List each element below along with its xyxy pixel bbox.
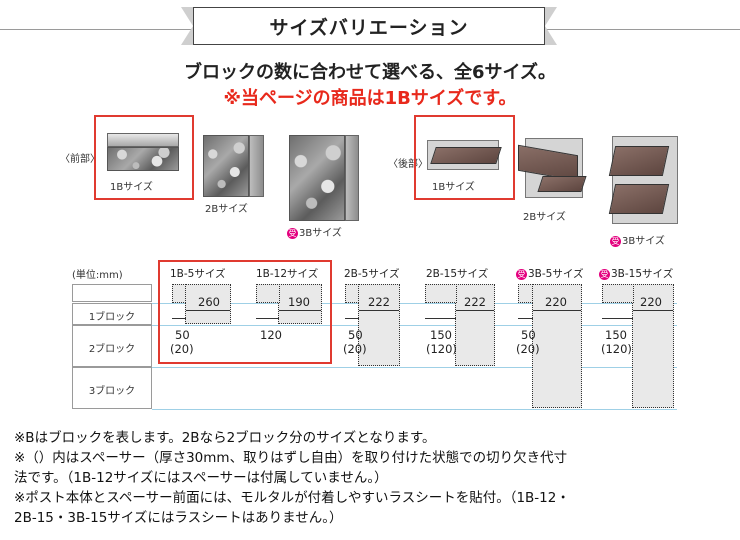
dim-1b-12-width: 190 bbox=[288, 295, 310, 309]
front-1b-highlight bbox=[94, 115, 194, 200]
dimension-line bbox=[359, 310, 399, 311]
lead-text: ブロックの数に合わせて選べる、全6サイズ。 bbox=[184, 62, 556, 83]
back-2b-door-lower bbox=[537, 176, 587, 192]
dimension-line bbox=[345, 318, 359, 319]
cutout-3b-15-body bbox=[632, 284, 674, 408]
unit-label: (単位:mm) bbox=[72, 270, 123, 281]
back-2b-label: 2Bサイズ bbox=[523, 212, 566, 223]
dim-3b-15-depth: 150 bbox=[605, 328, 627, 342]
dim-2b-15-spacer: (120) bbox=[426, 342, 457, 356]
dimension-line bbox=[518, 318, 533, 319]
back-1b-door bbox=[430, 147, 502, 164]
dimension-line bbox=[425, 318, 456, 319]
cutout-1b-12-top bbox=[256, 284, 280, 303]
front-2b-label: 2Bサイズ bbox=[205, 204, 248, 215]
back-1b-label: 1Bサイズ bbox=[432, 182, 475, 193]
dim-1b-5-spacer: (20) bbox=[170, 342, 194, 356]
cutout-2b-15-top bbox=[425, 284, 457, 303]
col-header-2b-5: 2B-5サイズ bbox=[344, 268, 400, 280]
dim-3b-5-spacer: (20) bbox=[516, 342, 540, 356]
dim-2b-5-spacer: (20) bbox=[343, 342, 367, 356]
row-divider bbox=[152, 303, 677, 304]
cutout-3b-15-top bbox=[602, 284, 634, 303]
dimension-line bbox=[172, 318, 186, 319]
dimension-line bbox=[256, 318, 279, 319]
top-cell bbox=[72, 284, 152, 302]
cutout-1b-12-body bbox=[278, 284, 322, 324]
lead-notice: ※当ページの商品は1Bサイズです。 bbox=[223, 88, 517, 109]
dim-3b-15-width: 220 bbox=[640, 295, 662, 309]
row-label-3: 3ブロック bbox=[88, 386, 136, 397]
dim-3b-5-width: 220 bbox=[545, 295, 567, 309]
cutout-2b-15-body bbox=[455, 284, 495, 366]
note-line: 法です。（1B-12サイズにはスペーサーは付属していません。） bbox=[14, 470, 388, 486]
dimension-line bbox=[602, 318, 633, 319]
row-3-cell bbox=[72, 367, 152, 409]
1b-size-highlight bbox=[158, 260, 332, 364]
dim-2b-15-width: 222 bbox=[464, 295, 486, 309]
dim-3b-5-depth: 50 bbox=[521, 328, 536, 342]
receive-badge-icon: 受 bbox=[610, 235, 621, 247]
cutout-1b-5-top bbox=[172, 284, 186, 303]
cutout-1b-5-body bbox=[185, 284, 231, 324]
front-2b-product bbox=[203, 135, 249, 197]
back-1b-highlight bbox=[414, 115, 515, 200]
note-line: 2B-15・3B-15サイズにはラスシートはありません。） bbox=[14, 510, 343, 526]
dim-1b-12-depth: 120 bbox=[260, 328, 282, 342]
dimension-line bbox=[456, 310, 494, 311]
dimension-line bbox=[633, 310, 673, 311]
front-3b-product bbox=[289, 135, 345, 221]
front-3b-side bbox=[345, 135, 359, 221]
receive-badge-icon: 受 bbox=[599, 268, 610, 280]
banner-fold-left-bottom bbox=[181, 26, 193, 45]
dim-3b-15-spacer: (120) bbox=[601, 342, 632, 356]
front-1b-lid bbox=[107, 133, 179, 147]
receive-badge-icon: 受 bbox=[287, 227, 298, 239]
col-header-1b-5: 1B-5サイズ bbox=[170, 268, 226, 280]
dimension-line bbox=[279, 310, 321, 311]
banner-fold-right-bottom bbox=[545, 26, 557, 45]
dim-1b-5-width: 260 bbox=[198, 295, 220, 309]
back-label: 〈後部〉 bbox=[388, 159, 428, 170]
dim-1b-5-depth: 50 bbox=[175, 328, 190, 342]
banner-fold-left bbox=[181, 7, 193, 26]
front-2b-side bbox=[249, 135, 264, 197]
note-line: ※（）内はスペーサー（厚さ30mm、取りはずし自由）を取り付けた状態での切り欠き… bbox=[14, 450, 568, 466]
note-line: ※Bはブロックを表します。2Bなら2ブロック分のサイズとなります。 bbox=[14, 430, 436, 446]
row-divider bbox=[152, 325, 677, 326]
cutout-3b-5-body bbox=[532, 284, 582, 408]
dim-2b-5-depth: 50 bbox=[348, 328, 363, 342]
cutout-2b-5-top bbox=[345, 284, 359, 303]
row-divider bbox=[152, 367, 677, 368]
dim-2b-5-width: 222 bbox=[368, 295, 390, 309]
row-1-cell bbox=[72, 303, 152, 325]
cutout-2b-5-body bbox=[358, 284, 400, 366]
dim-2b-15-depth: 150 bbox=[430, 328, 452, 342]
row-label-1: 1ブロック bbox=[88, 312, 136, 323]
notes-block: ※Bはブロックを表します。2Bなら2ブロック分のサイズとなります。 ※（）内はス… bbox=[14, 428, 728, 528]
row-label-2: 2ブロック bbox=[88, 344, 136, 355]
back-3b-door-upper bbox=[608, 146, 670, 176]
front-1b-product bbox=[107, 147, 179, 171]
col-header-2b-15: 2B-15サイズ bbox=[426, 268, 489, 280]
note-line: ※ポスト本体とスペーサー前面には、モルタルが付着しやすいラスシートを貼付。（1B… bbox=[14, 490, 570, 506]
dimension-line bbox=[186, 310, 230, 311]
banner-fold-right bbox=[545, 7, 557, 26]
front-label: 〈前部〉 bbox=[60, 154, 100, 165]
receive-badge-icon: 受 bbox=[516, 268, 527, 280]
front-1b-label: 1Bサイズ bbox=[110, 182, 153, 193]
row-divider bbox=[152, 409, 677, 410]
col-header-1b-12: 1B-12サイズ bbox=[256, 268, 319, 280]
row-2-cell bbox=[72, 325, 152, 367]
section-title: サイズバリエーション bbox=[193, 7, 545, 45]
cutout-3b-5-top bbox=[518, 284, 533, 303]
back-3b-door-lower bbox=[608, 184, 670, 214]
dimension-line bbox=[533, 310, 581, 311]
